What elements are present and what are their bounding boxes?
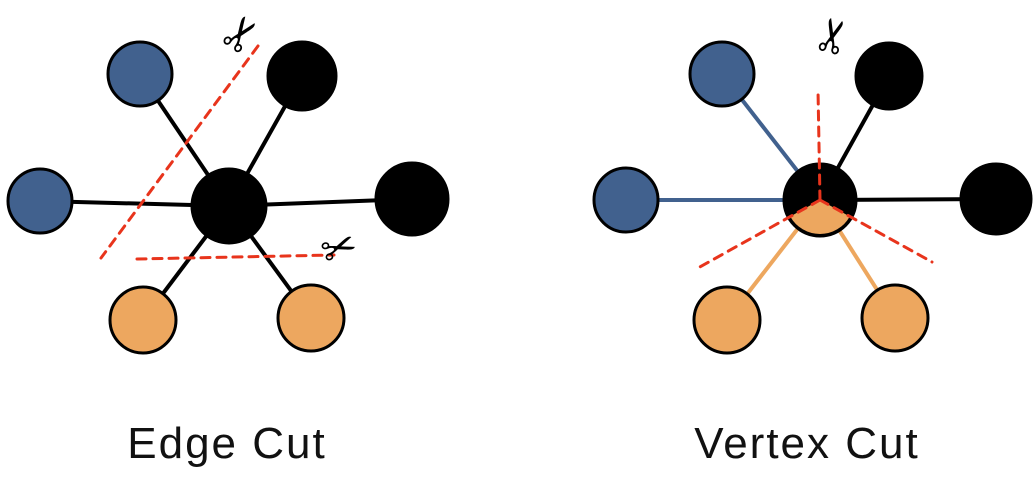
- vertex-cut-node-top-left-blue: [688, 40, 756, 108]
- vertex-cut-diagram: ✂: [592, 10, 1033, 355]
- vertex-cut-node-bottom-right-orange: [860, 283, 930, 353]
- edge-cut-node-left-blue: [6, 167, 74, 235]
- vertex-cut-node-top-right-black: [854, 41, 924, 111]
- edge-cut-node-top-left-blue: [106, 40, 174, 108]
- vertex-cut-label: Vertex Cut: [694, 419, 919, 468]
- vertex-cut-cut-line-3: [818, 198, 934, 264]
- edge-cut-center-node: [190, 167, 268, 245]
- edge-cut-diagram: ✂✂: [6, 3, 450, 355]
- edge-cut-node-bottom-right-orange: [276, 283, 346, 353]
- vertex-cut-node-bottom-left-orange: [692, 285, 762, 355]
- edge-cut-node-bottom-left-orange: [108, 285, 178, 355]
- edge-cut-label: Edge Cut: [127, 419, 326, 468]
- edge-cut-node-right-black: [374, 161, 450, 237]
- edge-cut-node-top-right-black: [266, 40, 338, 112]
- vertex-cut-scissors-icon-1: ✂: [802, 10, 864, 61]
- edge-cut-scissors-icon-2: ✂: [314, 219, 364, 277]
- edge-cut-cut-line-1: [99, 44, 260, 260]
- edge-cut-cut-line-2: [135, 253, 336, 261]
- vertex-cut-node-left-blue: [592, 166, 660, 234]
- vertex-cut-cut-line-1: [816, 88, 822, 202]
- edge-cut-scissors-icon-1: ✂: [208, 3, 274, 66]
- vertex-cut-node-right-black: [959, 162, 1033, 236]
- vertex-cut-cut-line-2: [696, 198, 822, 270]
